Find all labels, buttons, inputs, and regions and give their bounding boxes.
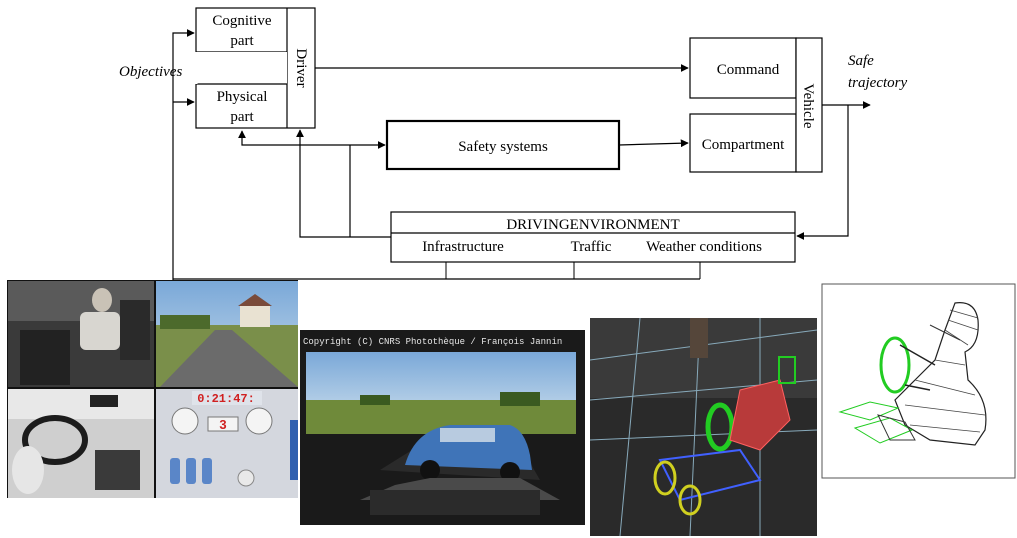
- environment-item-infrastructure: Infrastructure: [422, 239, 504, 255]
- simulator-timer: 0:21:47:: [197, 392, 255, 406]
- safe-trajectory-label-line2: trajectory: [848, 75, 907, 91]
- connector-lines: [172, 29, 871, 280]
- safe-trajectory-label-line1: Safe: [848, 53, 874, 69]
- digital-human-photo: [589, 317, 818, 537]
- environment-item-traffic: Traffic: [571, 239, 612, 255]
- command-label: Command: [717, 62, 780, 78]
- wireframe-manikin-photo: [821, 283, 1016, 479]
- environment-title: DRIVINGENVIRONMENT: [506, 217, 679, 233]
- cognitive-part-label-line1: Cognitive: [212, 13, 272, 29]
- compartment-label: Compartment: [702, 137, 785, 153]
- simulator-quad-photo: [7, 280, 298, 498]
- safety-systems-label: Safety systems: [458, 139, 548, 155]
- physical-part-label-line1: Physical: [217, 89, 268, 105]
- safety-systems-box: [385, 119, 621, 171]
- simulator-room-copyright: Copyright (C) CNRS Photothèque / Françoi…: [303, 337, 562, 347]
- environment-item-weather: Weather conditions: [646, 239, 762, 255]
- vehicle-block: [689, 37, 823, 173]
- vehicle-label: Vehicle: [800, 84, 816, 129]
- objectives-label: Objectives: [119, 64, 182, 80]
- driver-label: Driver: [293, 48, 309, 87]
- driver-block: [194, 7, 316, 129]
- simulator-room-photo: [300, 330, 585, 525]
- simulator-gear: 3: [219, 417, 226, 432]
- cognitive-part-label-line2: part: [230, 33, 254, 49]
- physical-part-label-line2: part: [230, 109, 254, 125]
